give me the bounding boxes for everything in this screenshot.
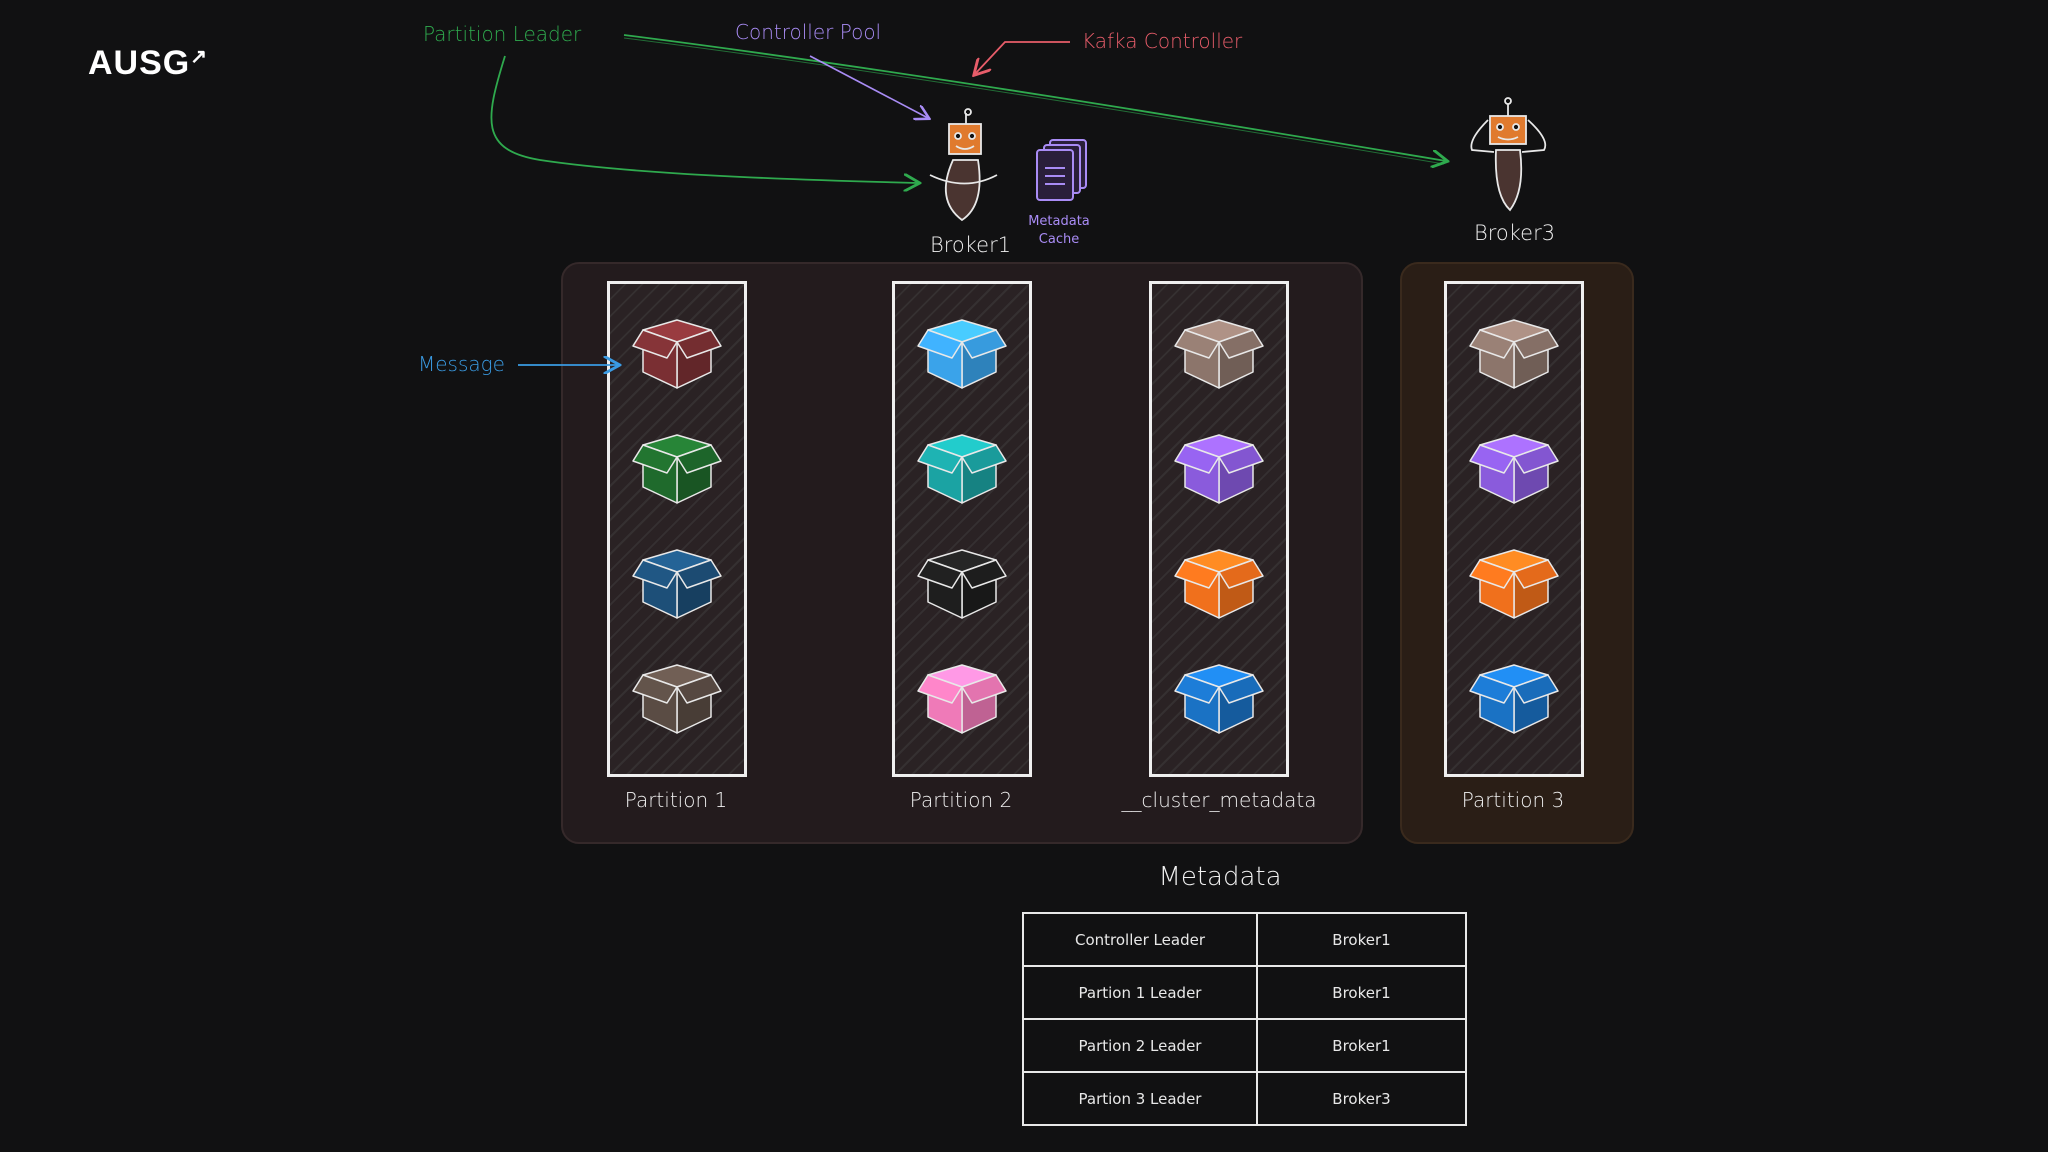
metadata-key-cell: Partion 1 Leader [1022, 965, 1258, 1020]
message-box-icon [1173, 542, 1265, 634]
metadata-cache-line2: Cache [1038, 232, 1080, 247]
message-box-icon [916, 657, 1008, 749]
message-box-icon [916, 312, 1008, 404]
logo-arrow-icon: ↗ [190, 46, 208, 68]
message-box-icon [631, 427, 723, 519]
table-row: Partion 3 Leader Broker3 [1022, 1071, 1467, 1126]
partition-3-column [1444, 281, 1584, 777]
metadata-value-cell: Broker1 [1256, 1018, 1467, 1073]
metadata-cache-label: Metadata Cache [1014, 213, 1104, 249]
metadata-value-cell: Broker1 [1256, 912, 1467, 967]
partition-2-column [892, 281, 1032, 777]
cluster-metadata-column [1149, 281, 1289, 777]
metadata-cache-document-icon [1036, 139, 1087, 201]
arrow-controller-to-broker1 [975, 41, 1070, 74]
broker1-label: Broker1 [930, 233, 1012, 257]
table-row: Controller Leader Broker1 [1022, 912, 1467, 967]
metadata-value-cell: Broker3 [1256, 1071, 1467, 1126]
metadata-key-cell: Controller Leader [1022, 912, 1258, 967]
partition-leader-label: Partition Leader [423, 22, 582, 46]
metadata-cache-line1: Metadata [1028, 214, 1090, 229]
message-box-icon [1173, 657, 1265, 749]
broker3-label: Broker3 [1474, 221, 1556, 245]
message-box-icon [631, 657, 723, 749]
message-box-icon [1173, 312, 1265, 404]
message-label: Message [418, 352, 505, 376]
partition-1-label: Partition 1 [624, 788, 728, 812]
table-row: Partion 1 Leader Broker1 [1022, 965, 1467, 1020]
controller-pool-label: Controller Pool [735, 20, 882, 44]
metadata-key-cell: Partion 3 Leader [1022, 1071, 1258, 1126]
table-row: Partion 2 Leader Broker1 [1022, 1018, 1467, 1073]
metadata-value-cell: Broker1 [1256, 965, 1467, 1020]
message-box-icon [631, 312, 723, 404]
broker1-robot-icon [929, 108, 998, 222]
ausg-logo: AUSG↗ [88, 44, 208, 83]
message-box-icon [1468, 427, 1560, 519]
arrow-leader-to-broker1 [490, 55, 918, 183]
broker3-robot-icon [1470, 97, 1547, 212]
message-box-icon [1173, 427, 1265, 519]
arrow-leader-to-broker3 [623, 34, 1446, 161]
message-box-icon [1468, 542, 1560, 634]
cluster-metadata-label: __cluster_metadata [1121, 788, 1317, 812]
message-box-icon [916, 542, 1008, 634]
message-box-icon [1468, 312, 1560, 404]
kafka-controller-label: Kafka Controller [1082, 29, 1243, 53]
logo-text: AUSG [88, 44, 191, 82]
metadata-table: Controller Leader Broker1 Partion 1 Lead… [1022, 912, 1467, 1126]
message-box-icon [916, 427, 1008, 519]
metadata-title: Metadata [1158, 862, 1282, 892]
partition-2-label: Partition 2 [909, 788, 1013, 812]
message-box-icon [631, 542, 723, 634]
metadata-key-cell: Partion 2 Leader [1022, 1018, 1258, 1073]
partition-1-column [607, 281, 747, 777]
message-box-icon [1468, 657, 1560, 749]
partition-3-label: Partition 3 [1461, 788, 1565, 812]
arrow-pool-to-broker1 [809, 55, 928, 118]
